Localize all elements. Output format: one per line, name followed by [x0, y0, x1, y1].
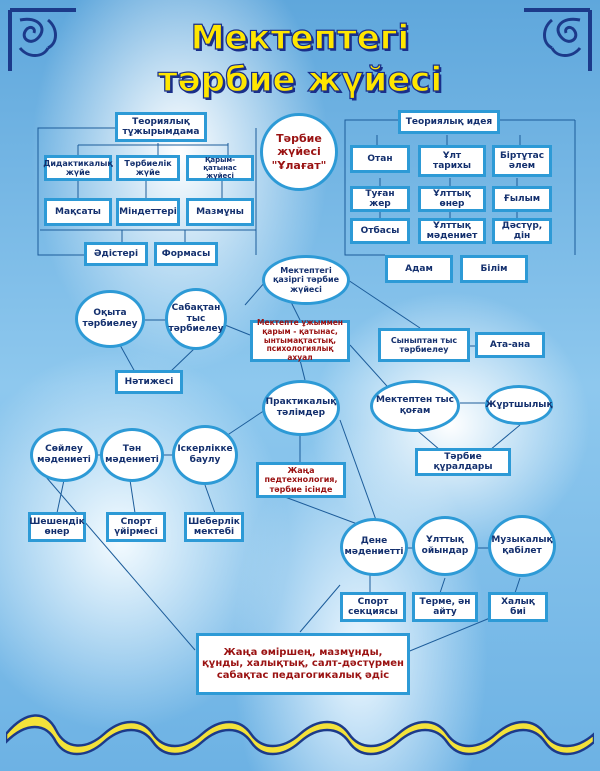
science-box: Ғылым: [492, 186, 552, 212]
body-culture-circle: Тән мәдениеті: [100, 428, 164, 482]
didactic-system-box: Дидактикалық жүйе: [43, 155, 113, 181]
folk-dance-box: Халық биі: [488, 592, 548, 622]
speech-culture-circle: Сөйлеу мәдениеті: [30, 428, 98, 482]
team-relations-box: Мектепте ұжыммен қарым - қатынас, ынтыма…: [250, 319, 350, 362]
skill-training-circle: Іскерлікке баулу: [172, 425, 238, 485]
poster-title-line1: Мектептегі: [190, 17, 410, 58]
goal-box: Мақсаты: [44, 198, 112, 226]
communication-system-box: Қарым-қатынас жүйесі: [186, 155, 254, 181]
upbringing-system-circle: Тәрбие жүйесі "Ұлағат": [260, 113, 338, 191]
practical-lessons-circle: Практикалық тәлімдер: [262, 380, 340, 436]
physical-culture-circle: Дене мәдениетті: [340, 518, 408, 576]
homeland-box: Отан: [350, 145, 410, 173]
extra-class-box: Сыныптан тыс тәрбиелеу: [378, 328, 470, 362]
bottom-ornament: [6, 714, 594, 756]
oratory-box: Шешендік өнер: [28, 512, 86, 542]
national-art-box: Ұлттық өнер: [418, 186, 486, 212]
corner-ornament-left: [8, 8, 76, 71]
native-land-box: Туған жер: [350, 186, 410, 212]
sport-sections-box: Спорт секциясы: [340, 592, 406, 622]
national-culture-box: Ұлттық мәдениет: [418, 218, 486, 244]
new-technology-box: Жаңа педтехнология, тәрбие ісінде: [256, 462, 346, 498]
knowledge-box: Білім: [460, 255, 528, 283]
parents-box: Ата-ана: [475, 332, 545, 358]
music-ability-circle: Музыкалық қабілет: [488, 515, 556, 577]
national-games-circle: Ұлттық ойындар: [412, 516, 478, 576]
corner-ornament-right: [524, 8, 592, 71]
result-box: Нәтижесі: [115, 370, 183, 394]
tradition-religion-box: Дәстүр, дін: [492, 218, 552, 244]
content-box: Мазмұны: [186, 198, 254, 226]
theory-idea-header: Теориялық идея: [398, 110, 500, 134]
sport-group-box: Спорт үйірмесі: [106, 512, 166, 542]
tools-box: Тәрбие құралдары: [415, 448, 511, 476]
human-box: Адам: [385, 255, 453, 283]
tasks-box: Міндеттері: [116, 198, 180, 226]
upbringing-system-box: Тәрбиелік жүйе: [116, 155, 180, 181]
national-history-box: Ұлт тарихы: [418, 145, 486, 177]
craft-school-box: Шеберлік мектебі: [184, 512, 244, 542]
outside-society-circle: Мектептен тыс қоғам: [370, 380, 460, 432]
methods-box: Әдістері: [84, 242, 148, 266]
teaching-upbringing-circle: Оқыта тәрбиелеу: [75, 290, 145, 348]
poster-title-line2: тәрбие жүйесі: [157, 59, 443, 100]
modern-system-circle: Мектептегі қазіргі тәрбие жүйесі: [262, 255, 350, 305]
forms-box: Формасы: [154, 242, 218, 266]
songs-box: Терме, ән айту: [412, 592, 478, 622]
theory-concept-header: Теориялық тұжырымдама: [115, 112, 207, 142]
extra-lesson-circle: Сабақтан тыс тәрбиелеу: [165, 288, 227, 350]
family-box: Отбасы: [350, 218, 410, 244]
public-circle: Жұртшылық: [485, 385, 553, 425]
final-method-box: Жаңа өміршең, мазмұнды, құнды, халықтық,…: [196, 633, 410, 695]
united-world-box: Біртұтас әлем: [492, 145, 552, 177]
